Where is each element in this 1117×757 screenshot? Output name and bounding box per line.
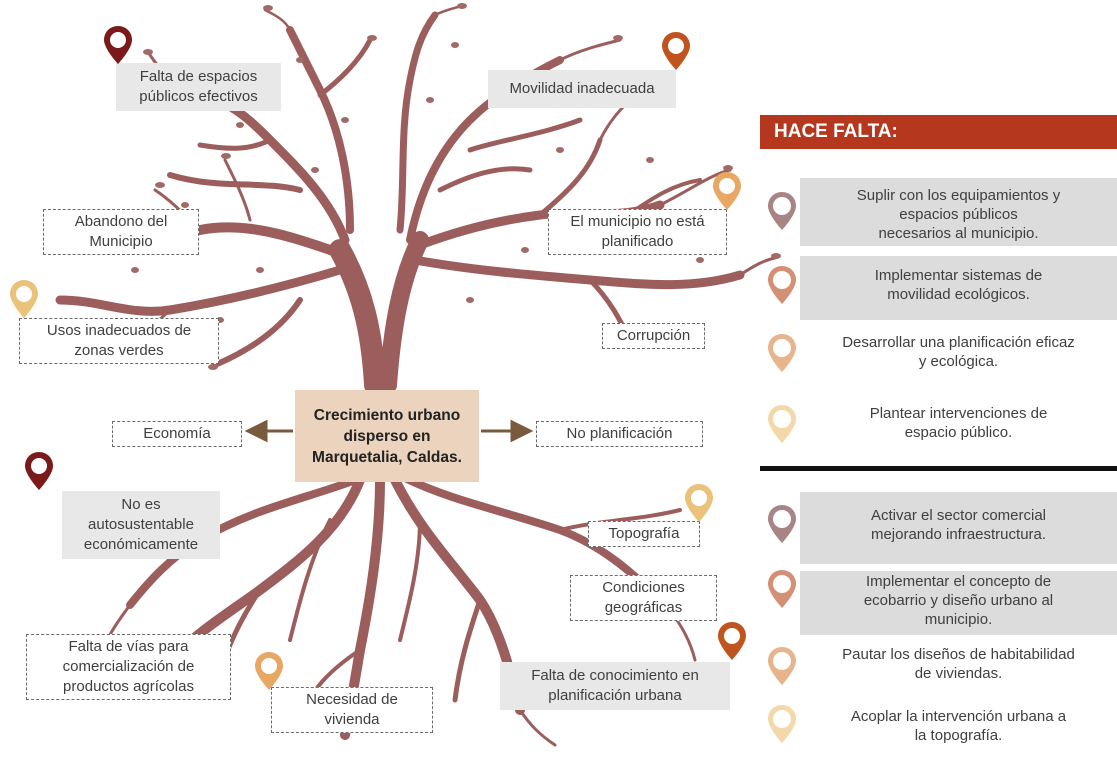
problem-espacios-publicos: Falta de espacios públicos efectivos [116, 63, 281, 111]
problem-conocimiento: Falta de conocimiento en planificación u… [500, 662, 730, 710]
label-line: El municipio no está [570, 213, 705, 230]
solution-line: Suplir con los equipamientos y [856, 187, 1061, 204]
label-line: Municipio [89, 233, 153, 250]
problem-autosustentable: No es autosustentable económicamente [62, 491, 220, 559]
label-line: planificado [601, 233, 674, 250]
problem-condiciones: Condiciones geográficas [570, 575, 717, 621]
location-pin-icon [768, 192, 796, 230]
label-line: Condiciones [602, 579, 685, 596]
problem-economia: Economía [112, 421, 242, 447]
solution-item: Acoplar la intervención urbana a la topo… [800, 707, 1117, 753]
label-line: productos agrícolas [63, 678, 194, 695]
label-line: Movilidad inadecuada [509, 80, 655, 97]
solution-item: Implementar el concepto de ecobarrio y d… [800, 571, 1117, 635]
label-line: comercialización de [62, 658, 195, 675]
problem-usos-zonas: Usos inadecuados de zonas verdes [19, 318, 219, 364]
solution-line: espacios públicos [899, 206, 1018, 223]
problem-corrupcion: Corrupción [602, 323, 705, 349]
central-problem-box: Crecimiento urbano disperso en Marquetal… [295, 390, 479, 482]
solution-item: Suplir con los equipamientos y espacios … [800, 178, 1117, 246]
location-pin-icon [104, 26, 132, 64]
solution-line: y ecológica. [918, 353, 999, 370]
solution-item: Pautar los diseños de habitabilidad de v… [800, 645, 1117, 691]
location-pin-icon [768, 570, 796, 608]
location-pin-icon [768, 266, 796, 304]
central-problem-line: disperso en [343, 427, 431, 445]
solution-line: municipio. [924, 611, 993, 628]
solution-line: espacio público. [904, 424, 1013, 441]
problem-vivienda: Necesidad de vivienda [271, 687, 433, 733]
label-line: Falta de espacios [139, 68, 258, 85]
location-pin-icon [718, 622, 746, 660]
solution-line: movilidad ecológicos. [887, 286, 1030, 303]
solution-item: Plantear intervenciones de espacio públi… [800, 404, 1117, 450]
label-line: No planificación [566, 425, 673, 442]
label-line: autosustentable [88, 516, 194, 533]
problem-abandono: Abandono del Municipio [43, 209, 199, 255]
label-line: Necesidad de [306, 691, 398, 708]
section-divider [760, 466, 1117, 471]
solution-line: necesarios al municipio. [878, 225, 1039, 242]
location-pin-icon [768, 405, 796, 443]
location-pin-icon [768, 334, 796, 372]
central-problem-line: Marquetalia, Caldas. [312, 448, 462, 466]
location-pin-icon [25, 452, 53, 490]
label-line: Usos inadecuados de [46, 322, 192, 339]
solution-line: mejorando infraestructura. [870, 526, 1047, 543]
solution-line: de viviendas. [914, 665, 1003, 682]
label-line: económicamente [83, 536, 199, 553]
problem-vias: Falta de vías para comercialización de p… [26, 634, 231, 700]
solution-line: Implementar el concepto de [865, 573, 1052, 590]
problem-no-planificado: El municipio no está planificado [548, 209, 727, 255]
solution-line: Pautar los diseños de habitabilidad [842, 646, 1075, 663]
label-line: planificación urbana [548, 687, 682, 704]
solution-line: Acoplar la intervención urbana a [850, 708, 1067, 725]
label-line: Falta de conocimiento en [531, 667, 699, 684]
central-problem-line: Crecimiento urbano [313, 406, 461, 424]
label-line: Topografía [608, 525, 680, 542]
label-line: Economía [143, 425, 211, 442]
location-pin-icon [768, 505, 796, 543]
panel-header: HACE FALTA: [760, 115, 1117, 149]
solution-item: Activar el sector comercial mejorando in… [800, 492, 1117, 564]
label-line: públicos efectivos [139, 88, 258, 105]
solution-line: Activar el sector comercial [870, 507, 1047, 524]
solution-item: Implementar sistemas de movilidad ecológ… [800, 256, 1117, 320]
label-line: zonas verdes [74, 342, 164, 359]
location-pin-icon [768, 705, 796, 743]
location-pin-icon [768, 647, 796, 685]
location-pin-icon [662, 32, 690, 70]
solution-line: Plantear intervenciones de [869, 405, 1048, 422]
solution-item: Desarrollar una planificación eficaz y e… [800, 333, 1117, 379]
label-line: Abandono del [74, 213, 168, 230]
label-line: No es [121, 496, 161, 513]
solution-line: Desarrollar una planificación eficaz [842, 334, 1075, 351]
location-pin-icon [713, 172, 741, 210]
problem-movilidad: Movilidad inadecuada [488, 70, 676, 108]
location-pin-icon [255, 652, 283, 690]
solution-line: ecobarrio y diseño urbano al [863, 592, 1054, 609]
solution-line: la topografía. [914, 727, 1003, 744]
solution-line: Implementar sistemas de [874, 267, 1043, 284]
problem-topografia: Topografía [588, 521, 700, 547]
problem-no-planificacion: No planificación [536, 421, 703, 447]
location-pin-icon [10, 280, 38, 318]
label-line: vivienda [324, 711, 380, 728]
label-line: geográficas [604, 599, 683, 616]
label-line: Falta de vías para [68, 638, 189, 655]
location-pin-icon [685, 484, 713, 522]
label-line: Corrupción [616, 327, 691, 344]
